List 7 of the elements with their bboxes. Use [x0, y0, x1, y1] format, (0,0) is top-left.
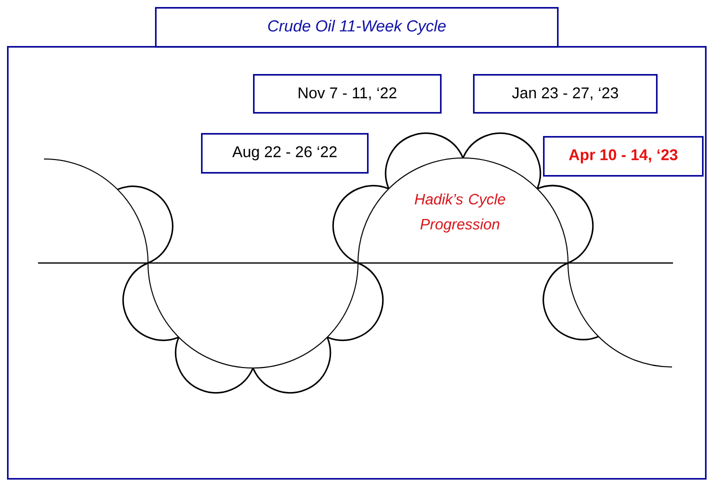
- date-box: Apr 10 - 14, ‘23: [543, 136, 704, 177]
- date-box: Nov 7 - 11, ‘22: [253, 74, 442, 114]
- cycle-caption: Hadik’s Cycle Progression: [414, 194, 506, 232]
- panel-frame: [7, 46, 707, 480]
- date-box: Jan 23 - 27, ‘23: [473, 74, 658, 114]
- title-box: Crude Oil 11-Week Cycle: [155, 7, 559, 48]
- date-box: Aug 22 - 26 ‘22: [201, 133, 369, 174]
